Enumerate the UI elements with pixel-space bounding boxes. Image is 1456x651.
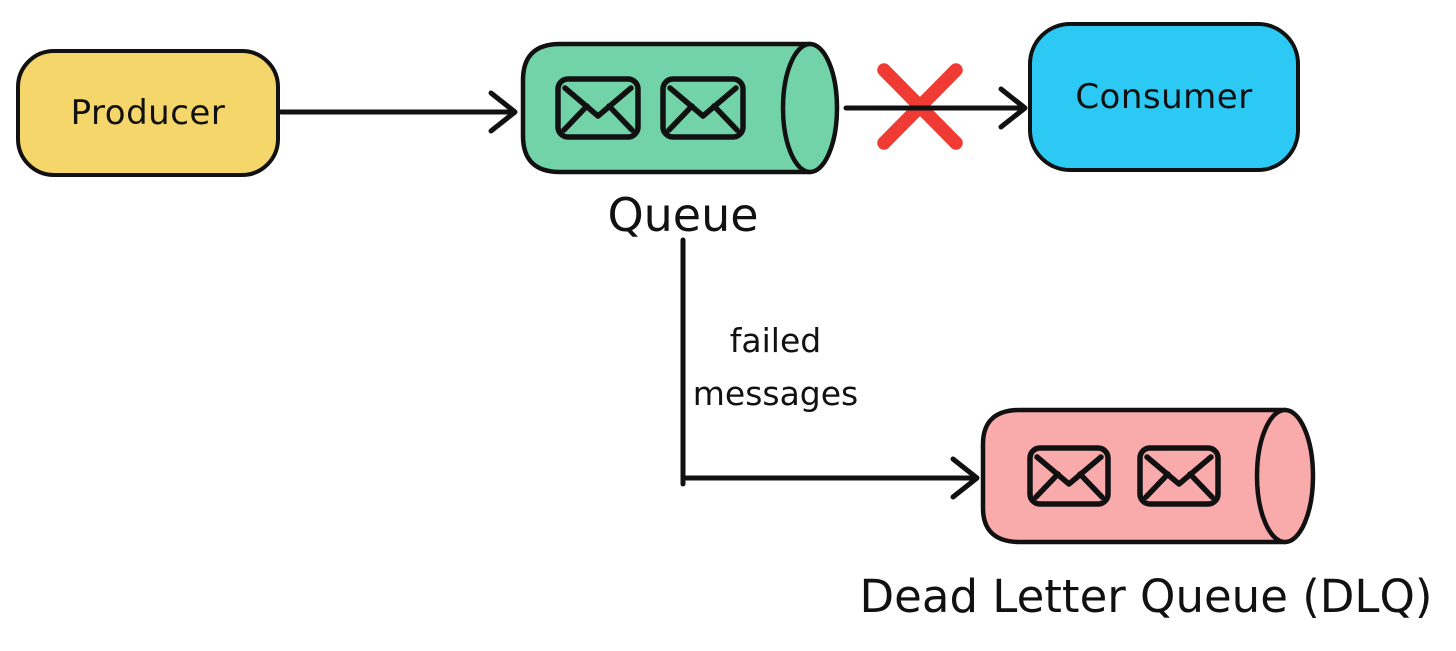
dlq-cylinder [980,407,1316,545]
arrow-producer-to-queue [278,90,518,134]
producer-node: Producer [16,49,280,177]
queue-cylinder [520,41,840,175]
arrowhead [998,86,1028,130]
failed-messages-edge-label: failed messages [673,314,878,420]
queue-label: Queue [607,188,759,242]
dlq-cylinder-cap [1254,407,1316,545]
consumer-label: Consumer [1075,77,1253,117]
envelope-icon [660,76,746,140]
arrowhead [488,90,518,134]
dlq-cylinder-body [980,407,1288,545]
edge-label-line1: failed [729,321,822,360]
arrowhead [950,456,980,500]
queue-cylinder-cap [780,41,840,175]
envelope-icon [1027,445,1111,507]
producer-label: Producer [70,93,226,133]
envelope-icon [1137,445,1221,507]
consumer-node: Consumer [1028,22,1300,172]
edge-label-line2: messages [692,374,859,413]
arrow-queue-to-dlq [680,237,980,500]
envelope-icon [555,76,641,140]
dlq-label: Dead Letter Queue (DLQ) [859,570,1433,623]
arrow-queue-to-consumer [843,86,1028,130]
